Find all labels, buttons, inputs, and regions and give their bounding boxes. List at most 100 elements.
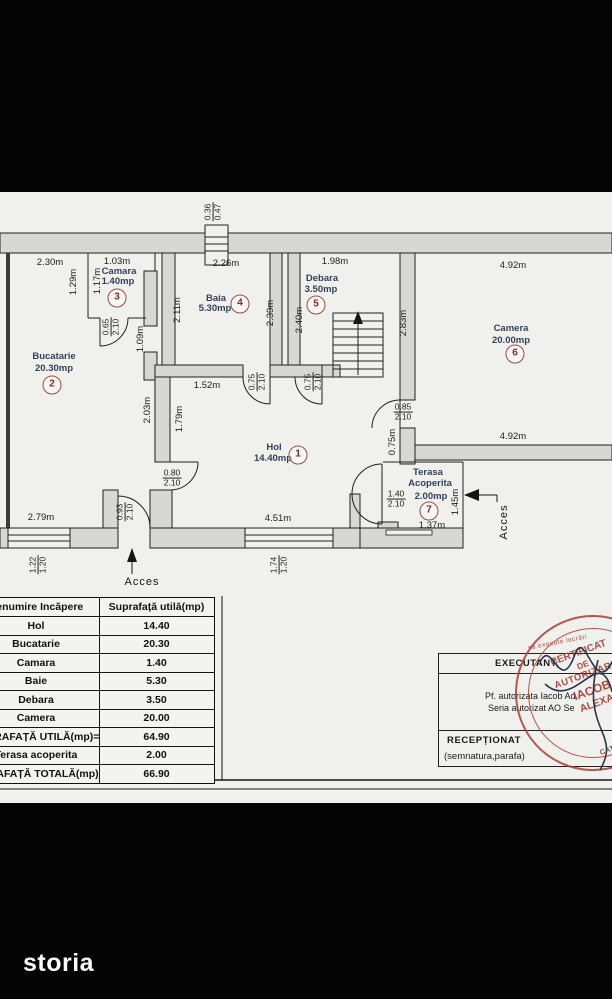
table-header-room: Denumire Incăpere (0, 598, 100, 616)
dim-door-baia: 0.75 2.10 (246, 372, 267, 392)
table-cell-area: 14.40 (143, 619, 170, 632)
room-label-hol: Hol (266, 442, 282, 454)
dim-1-03m: 1.03m (103, 256, 131, 268)
table-cell-room: Baie (0, 672, 100, 690)
table-cell-room: Camara (0, 654, 100, 672)
table-cell-room: Hol (0, 617, 100, 635)
executant-details: Pf. autorizata Iacob Ad Seria autorizat … (439, 674, 612, 731)
dim-4-92m-bottom: 4.92m (499, 431, 527, 443)
dim-value: 1.74 (268, 556, 279, 574)
room-area-baia: 5.30mp (198, 303, 232, 315)
table-row: Baie 5.30 (0, 671, 214, 690)
dim-1-37m: 1.37m (418, 520, 446, 532)
dim-value: 0.47 (212, 202, 223, 222)
room-number-baia: 4 (230, 294, 250, 314)
table-total-utila-value: 64.90 (143, 730, 170, 743)
dim-door-terasa: 1.40 2.10 (386, 489, 406, 509)
table-header-area: Suprafață utilă(mp) (108, 601, 205, 613)
dim-value: 2.10 (256, 372, 267, 392)
executant-line-2: Seria autorizat AO Se (488, 703, 575, 713)
dim-value: 2.10 (162, 477, 182, 488)
room-area-terasa: 2.00mp (414, 491, 448, 503)
room-label-terasa-2: Acoperita (408, 478, 452, 490)
access-arrows (127, 489, 498, 574)
room-number-camera: 6 (505, 344, 525, 364)
table-total-utila-label: SUPRAFAȚĂ UTILĂ(mp)= (0, 728, 100, 746)
dim-door-camera: 0.85 2.10 (393, 401, 413, 422)
table-row: Camera 20.00 (0, 708, 214, 727)
storia-logo: storia (23, 949, 95, 977)
dim-value: 0.36 (202, 203, 213, 221)
dim-window-1: 1.22 1.20 (27, 555, 48, 575)
dim-value: 2.10 (312, 372, 323, 392)
dim-door-hol: 0.80 2.10 (162, 468, 182, 488)
floorplan-sheet: 0.36 0.47 2.30m 1.29m 1.03m 1.17m Camara… (0, 192, 612, 803)
room-area-camara: 1.40mp (101, 276, 135, 288)
dim-1-09m: 1.09m (135, 325, 147, 353)
semnatura-label: (semnatura,parafa) (444, 751, 525, 762)
title-block: EXECUTANT, Pf. autorizata Iacob Ad Seria… (438, 653, 612, 767)
dim-value: 1.20 (278, 555, 289, 575)
dim-2-40m: 2.40m (294, 306, 306, 334)
room-area-camera: 20.00mp (491, 335, 531, 347)
table-cell-room: Camera (0, 709, 100, 727)
dim-value: 0.75 (302, 373, 313, 391)
dim-value: 0.93 (114, 503, 125, 521)
dim-value: 2.10 (393, 411, 413, 422)
executant-line-1: Pf. autorizata Iacob Ad (485, 691, 576, 701)
stairs (332, 311, 384, 378)
table-header-row: Denumire Incăpere Suprafață utilă(mp) (0, 598, 214, 616)
table-row: Hol 14.40 (0, 616, 214, 635)
dim-4-51m: 4.51m (264, 513, 292, 525)
dim-value: 0.65 (100, 318, 111, 336)
dim-2-03m: 2.03m (142, 396, 154, 424)
room-label-camera: Camera (493, 323, 529, 335)
table-row: Debara 3.50 (0, 690, 214, 709)
table-total-row: SUPRAFAȚĂ TOTALĂ(mp)= 66.90 (0, 764, 214, 783)
thin-partitions (87, 253, 464, 548)
room-label-debara: Debara (305, 273, 339, 285)
dim-chimney: 0.36 0.47 (202, 202, 223, 222)
room-number-hol: 1 (288, 445, 308, 465)
room-label-camara: Camara (101, 266, 137, 278)
dim-value: 2.10 (110, 317, 121, 337)
access-label-bottom: Acces (124, 576, 160, 589)
dim-4-92m-top: 4.92m (499, 260, 527, 272)
windows (7, 527, 433, 549)
room-area-hol: 14.40mp (253, 453, 293, 465)
dim-door-entry: 0.93 2.10 (114, 502, 135, 522)
table-cell-room: Debara (0, 691, 100, 709)
dim-window-2: 1.74 1.20 (268, 555, 289, 575)
dim-value: 2.10 (386, 498, 406, 509)
floorplan-geometry (0, 224, 612, 790)
dim-1-29m: 1.29m (68, 268, 80, 296)
table-row: Bucatarie 20.30 (0, 634, 214, 653)
room-number-debara: 5 (306, 295, 326, 315)
room-number-camara: 3 (107, 288, 127, 308)
dim-2-39m: 2.39m (265, 299, 277, 327)
dim-value: 0.75 (246, 373, 257, 391)
dim-value: 0.85 (394, 401, 412, 412)
receptionat-section: RECEPȚIONAT (semnatura,parafa) (439, 731, 612, 766)
table-cell-area: 3.50 (146, 693, 167, 706)
room-label-baia: Baia (205, 293, 227, 305)
dim-value: 1.20 (37, 555, 48, 575)
dim-2-83m: 2.83m (398, 309, 410, 337)
exterior-left-wall (6, 253, 10, 528)
doors (99, 317, 401, 548)
executant-label: EXECUTANT, (439, 654, 612, 674)
dim-value: 1.22 (27, 556, 38, 574)
dim-value: 2.10 (124, 502, 135, 522)
room-area-bucatarie: 20.30mp (34, 363, 74, 375)
dim-door-debara: 0.75 2.10 (302, 372, 323, 392)
table-cell-room: Bucatarie (0, 635, 100, 653)
table-row: Camara 1.40 (0, 653, 214, 672)
table-cell-area: 5.30 (146, 675, 167, 688)
dim-0-75m: 0.75m (387, 428, 399, 456)
dim-2-79m: 2.79m (27, 512, 55, 524)
walls (0, 232, 612, 549)
room-label-bucatarie: Bucatarie (32, 351, 76, 363)
table-total-label: SUPRAFAȚĂ TOTALĂ(mp)= (0, 765, 100, 783)
room-area-debara: 3.50mp (304, 284, 338, 296)
